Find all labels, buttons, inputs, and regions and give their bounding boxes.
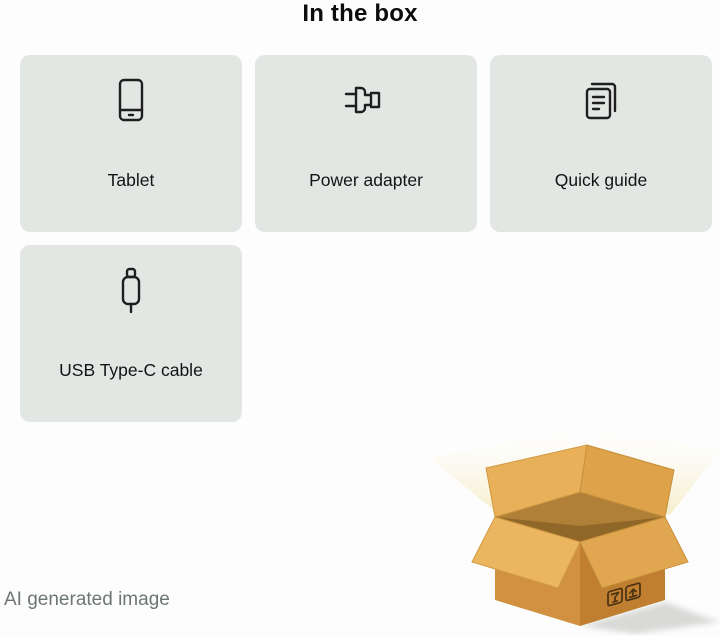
open-box-illustration bbox=[430, 430, 720, 634]
card-grid: Tablet Power adapter bbox=[20, 55, 712, 422]
card-label: USB Type-C cable bbox=[59, 360, 203, 380]
card-tablet: Tablet bbox=[20, 55, 242, 232]
ai-generated-note: AI generated image bbox=[4, 589, 170, 610]
power-adapter-icon bbox=[338, 72, 394, 128]
card-quick-guide: Quick guide bbox=[490, 55, 712, 232]
usb-type-c-cable-icon bbox=[103, 262, 159, 318]
card-power-adapter: Power adapter bbox=[255, 55, 477, 232]
cardboard-box bbox=[471, 444, 689, 626]
card-usb-cable: USB Type-C cable bbox=[20, 245, 242, 422]
box-shadow bbox=[580, 602, 720, 634]
card-label: Quick guide bbox=[554, 170, 648, 190]
card-label: Power adapter bbox=[309, 170, 423, 190]
quick-guide-icon bbox=[573, 72, 629, 128]
card-label: Tablet bbox=[107, 170, 155, 190]
tablet-icon bbox=[103, 72, 159, 128]
shipping-symbols bbox=[607, 582, 641, 607]
page-title: In the box bbox=[302, 0, 418, 27]
